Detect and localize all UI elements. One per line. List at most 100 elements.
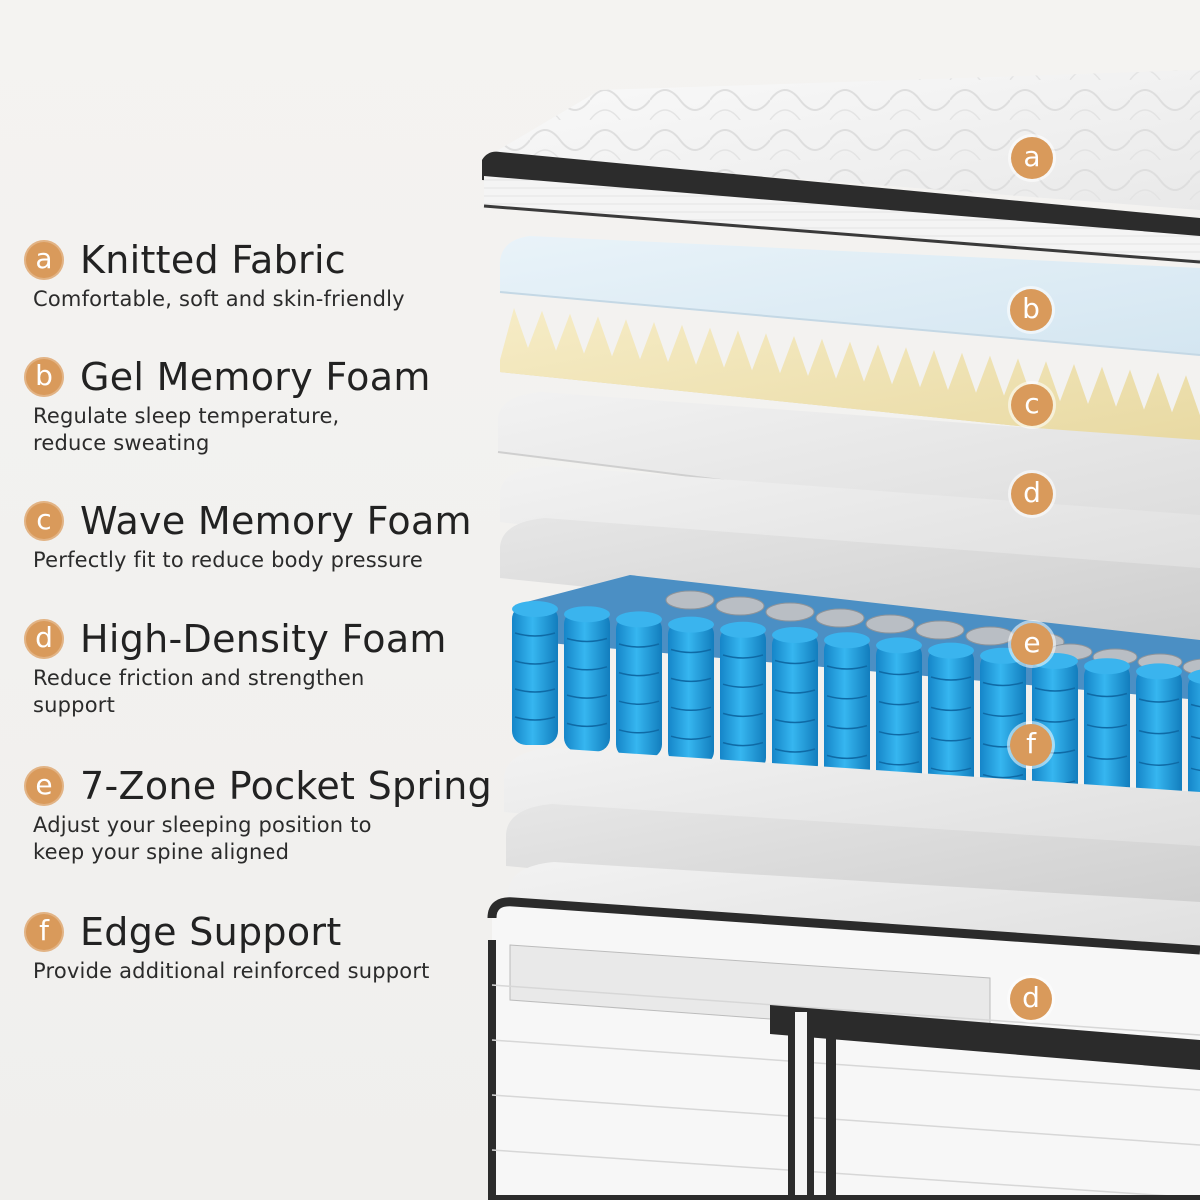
spring-coil-line [618, 729, 660, 734]
layer-base [487, 897, 1200, 1200]
feature-title: Knitted Fabric [80, 238, 346, 282]
feature-description: Provide additional reinforced support [33, 959, 430, 983]
spring-coil-line [774, 659, 816, 665]
spring-coil-line [566, 637, 608, 643]
spring-coil-cap [1084, 658, 1130, 675]
spring-coil-line [618, 700, 660, 705]
mattress-layers-illustration [482, 70, 1200, 1200]
spring-coil-line [566, 694, 608, 699]
layer-badge-c: c [1011, 384, 1053, 426]
layer-badge-b: b [1010, 289, 1052, 331]
spring-coil-line [774, 718, 816, 724]
spring-coil-line [514, 632, 556, 637]
spring-coil-line [722, 654, 764, 659]
spring-coil-line [982, 681, 1024, 687]
spring-cap-grey [665, 590, 715, 610]
spring-coil-line [982, 712, 1024, 717]
feature-description: Regulate sleep temperature, reduce sweat… [33, 404, 340, 455]
pocket-spring-coil [564, 610, 610, 752]
spring-coil-line [514, 716, 556, 721]
spring-coil-line [1138, 761, 1180, 766]
spring-coil-line [566, 722, 608, 728]
feature-badge-d: d [24, 619, 64, 659]
layer-badge-d: d [1011, 473, 1053, 515]
pocket-spring-coil [824, 636, 870, 786]
feature-description: Reduce friction and strengthen support [33, 666, 365, 717]
spring-coil-line [930, 706, 972, 712]
spring-coil-line [930, 676, 972, 681]
spring-coil-line [618, 643, 660, 648]
spring-coil-cap [512, 601, 558, 617]
pocket-spring-coil [668, 620, 714, 766]
feature-description: Adjust your sleeping position to keep yo… [33, 813, 372, 864]
spring-coil-line [1138, 729, 1180, 735]
spring-cap-grey [915, 620, 965, 640]
layer-knitted-fabric [482, 70, 1200, 264]
spring-coil-line [1034, 687, 1076, 692]
spring-coil-line [514, 688, 556, 693]
spring-coil-line [722, 683, 764, 688]
pocket-spring-coil [772, 631, 818, 779]
pocket-spring-coil [512, 605, 558, 745]
spring-coil-cap [1136, 663, 1182, 680]
pocket-spring-coil [1136, 667, 1182, 826]
spring-coil-cap [668, 616, 714, 633]
spring-coil-line [670, 648, 712, 654]
spring-coil-line [722, 741, 764, 747]
pocket-spring-coil [876, 641, 922, 792]
pocket-spring-coil [1084, 662, 1130, 819]
pocket-spring-coil [720, 625, 766, 772]
spring-coil-line [1034, 718, 1076, 723]
feature-title: High-Density Foam [80, 617, 447, 661]
spring-cap-grey [865, 614, 915, 634]
feature-badge-f: f [24, 912, 64, 952]
spring-coil-line [722, 712, 764, 718]
spring-cap-grey [765, 602, 815, 622]
spring-coil-line [618, 671, 660, 677]
feature-description: Perfectly fit to reduce body pressure [33, 548, 423, 572]
feature-title: Wave Memory Foam [80, 499, 472, 543]
spring-coil-line [878, 730, 920, 736]
feature-edge-support: f Edge Support Provide additional reinfo… [24, 910, 430, 985]
spring-coil-cap [616, 611, 662, 628]
spring-coil-line [1086, 755, 1128, 760]
spring-cap-grey [715, 596, 765, 616]
layer-badge-e: e [1011, 623, 1053, 665]
spring-coil-line [670, 677, 712, 683]
spring-coil-line [1190, 735, 1200, 740]
feature-knitted-fabric: a Knitted Fabric Comfortable, soft and s… [24, 238, 405, 313]
spring-coil-line [826, 754, 868, 760]
feature-high-density-foam: d High-Density Foam Reduce friction and … [24, 617, 447, 719]
feature-wave-memory-foam: c Wave Memory Foam Perfectly fit to redu… [24, 499, 472, 574]
spring-coil-line [1190, 703, 1200, 708]
spring-coil-cap [928, 642, 974, 659]
spring-coil-line [982, 773, 1024, 779]
spring-coil-line [670, 735, 712, 740]
spring-coil-line [826, 695, 868, 700]
spring-coil-line [1138, 698, 1180, 703]
spring-coil-line [826, 724, 868, 730]
spring-coil-line [514, 660, 556, 665]
spring-coil-cap [1188, 669, 1200, 684]
feature-badge-b: b [24, 357, 64, 397]
spring-coil-line [566, 666, 608, 671]
pocket-spring-coil [928, 646, 974, 799]
spring-coil-line [826, 665, 868, 670]
spring-coil-cap [720, 621, 766, 638]
spring-coil-line [670, 706, 712, 712]
spring-coil-line [1190, 767, 1200, 772]
spring-coil-cap [772, 627, 818, 643]
spring-cap-grey [965, 626, 1015, 646]
mattress-exploded-view: a b c d e f d [470, 0, 1200, 1200]
spring-coil-cap [564, 606, 610, 623]
feature-list: a Knitted Fabric Comfortable, soft and s… [0, 0, 520, 1200]
spring-cap-grey [815, 608, 865, 628]
spring-coil-line [878, 670, 920, 676]
pocket-spring-coil [980, 651, 1026, 806]
spring-coil-line [1086, 724, 1128, 729]
spring-coil-line [878, 700, 920, 706]
spring-coil-cap [876, 637, 922, 654]
pocket-spring-coil [1032, 657, 1078, 812]
layer-badge-d-bottom: d [1010, 978, 1052, 1020]
pocket-spring-coil [616, 615, 662, 759]
